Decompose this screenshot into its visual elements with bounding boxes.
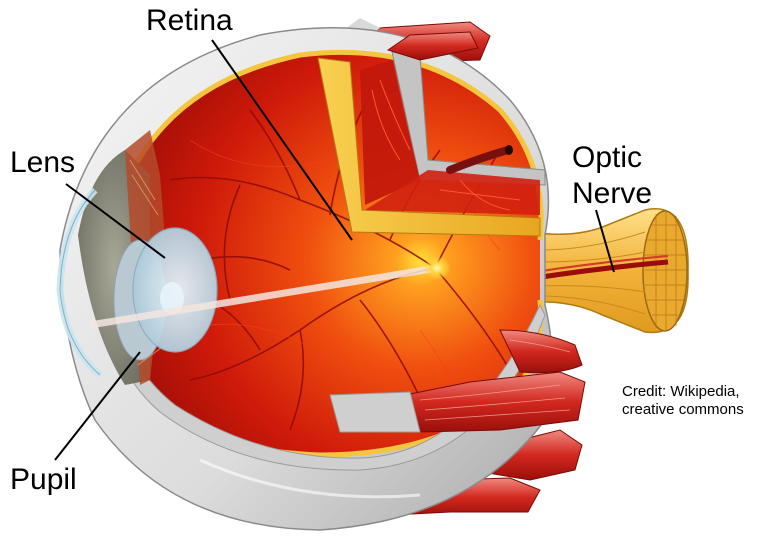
pupil-label: Pupil: [10, 463, 77, 497]
optic-nerve-end: [643, 211, 687, 331]
optic-nerve-label-line1: Optic: [572, 141, 642, 175]
credit-line2: creative commons: [622, 401, 744, 419]
optic-nerve-label-line2: Nerve: [572, 177, 652, 211]
retina-label: Retina: [146, 4, 233, 38]
credit-line1: Credit: Wikipedia,: [622, 383, 740, 401]
fovea: [423, 256, 451, 280]
lens-label: Lens: [10, 146, 75, 180]
lower-muscle-sheath: [330, 392, 420, 432]
